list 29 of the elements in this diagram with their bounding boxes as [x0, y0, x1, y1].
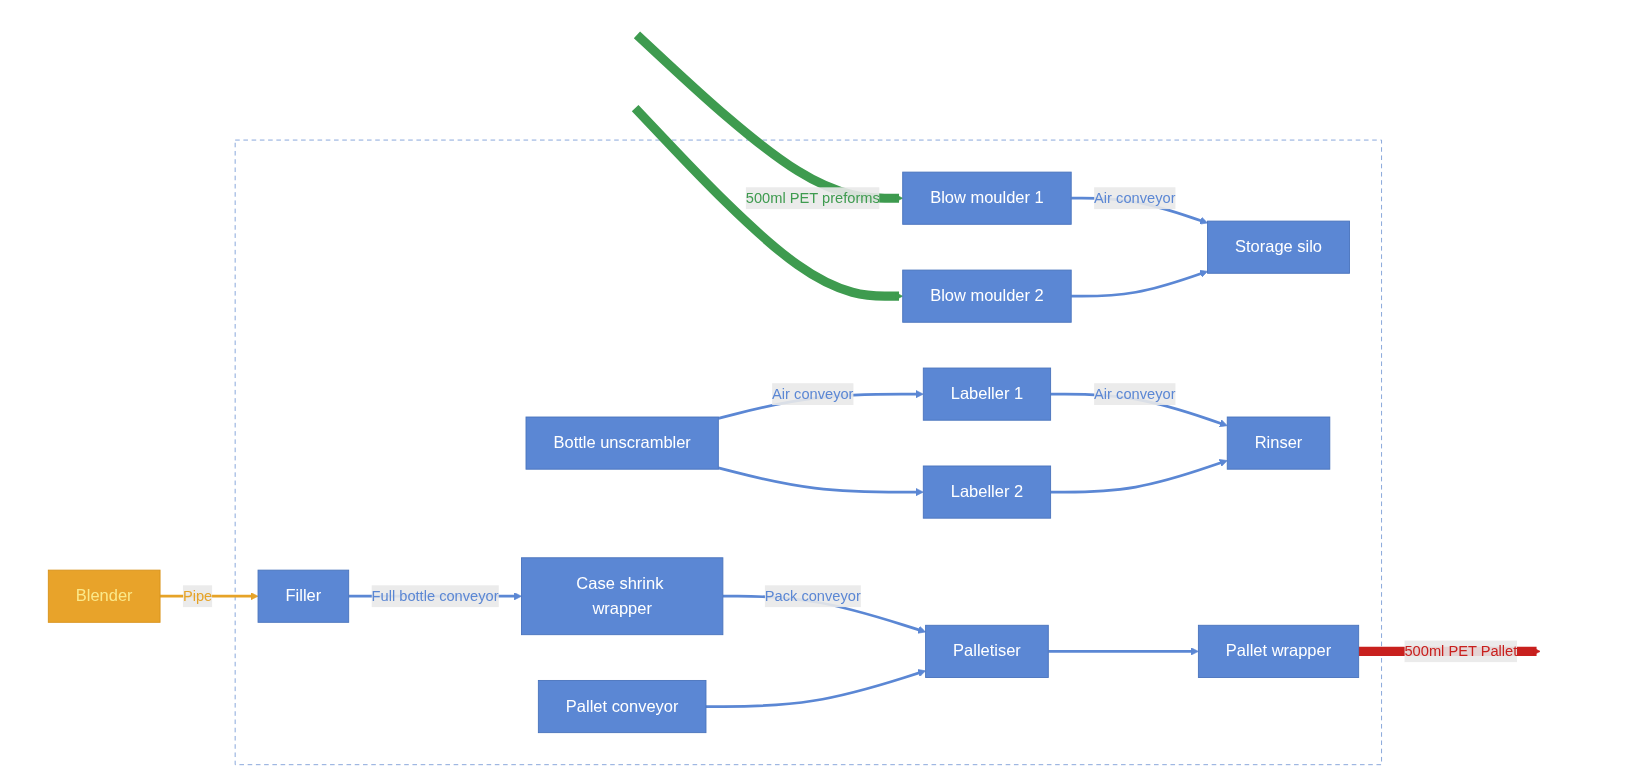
cluster [234, 139, 1383, 766]
node-box: Bottle unscrambler [525, 416, 720, 470]
edge-label: 500ml PET preforms [746, 189, 881, 206]
node-box: Rinser [1227, 416, 1331, 470]
arrow [1050, 459, 1228, 494]
edge-label: 500ml PET Pallet [1404, 643, 1518, 659]
node-box: Filler [257, 569, 350, 623]
arrow [634, 31, 904, 203]
node-box: Labeller 2 [923, 465, 1052, 519]
edge-label: Air conveyor [1094, 385, 1176, 402]
node-box: Blender [48, 569, 161, 623]
node-box: Labeller 1 [923, 367, 1052, 421]
arrow [1071, 269, 1209, 298]
edge-label: Air conveyor [772, 385, 854, 402]
edge-label: Pack conveyor [765, 587, 862, 604]
node-box: Pallet conveyor [538, 680, 707, 734]
arrow [1048, 647, 1199, 656]
edge-label: Pipe [183, 587, 213, 604]
node-box: Storage silo [1207, 220, 1351, 274]
arrow [632, 104, 904, 301]
node-box: Palletiser [925, 624, 1049, 678]
arrow [718, 466, 924, 497]
edge-label: Full bottle conveyor [371, 587, 499, 604]
arrow [706, 669, 927, 708]
node-box: Case shrink wrapper [521, 557, 724, 636]
node-box: Blow moulder 1 [902, 171, 1072, 225]
node-box: Blow moulder 2 [902, 269, 1072, 323]
node-box: Pallet wrapper [1198, 624, 1360, 678]
edge-label: Air conveyor [1094, 189, 1176, 206]
